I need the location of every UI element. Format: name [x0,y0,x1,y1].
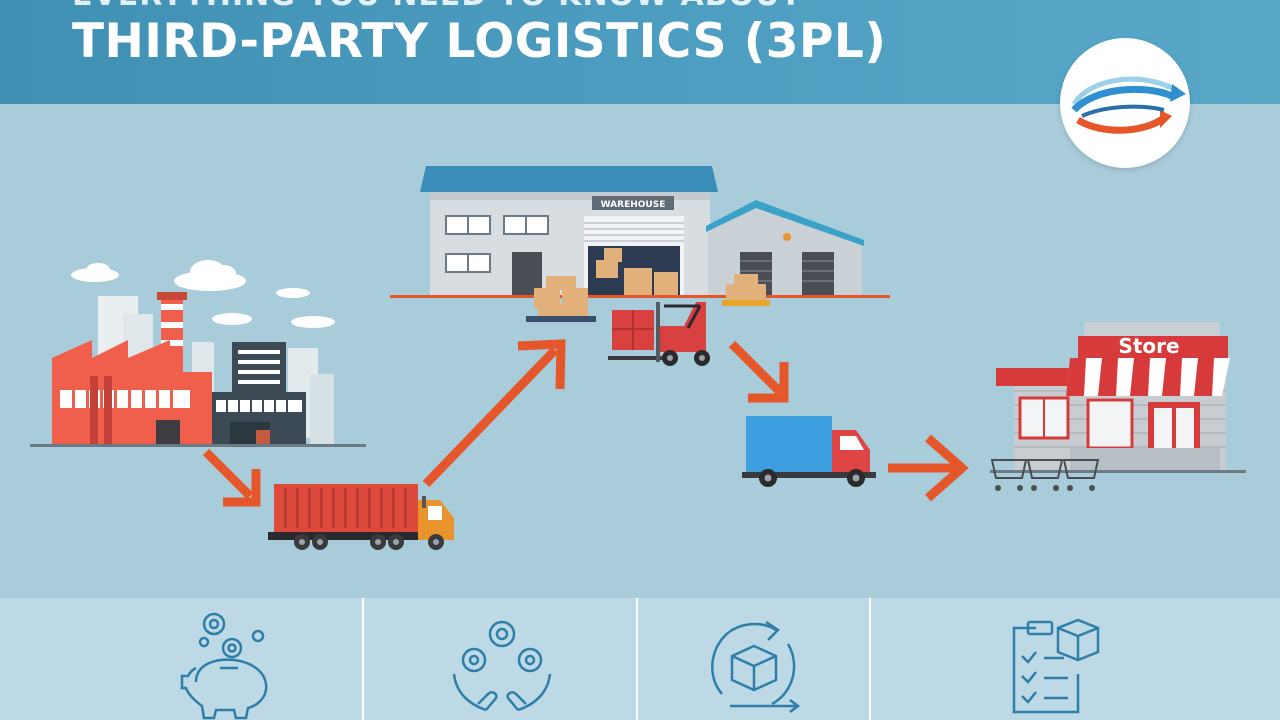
store-icon: Store [990,322,1246,491]
swoosh-arrows-icon [1071,76,1186,134]
store-sign: Store [1118,334,1179,358]
shopping-cart-icon [990,459,1100,479]
container-truck-icon [268,484,454,550]
flow-arrow [422,339,566,488]
flow-arrow [888,434,969,502]
divider [869,598,871,720]
cloud-icon [212,313,252,325]
warehouse-icon: WAREHOUSE [390,166,890,322]
cloud-icon [276,288,310,298]
factory-icon [30,292,366,447]
cloud-icon [174,260,246,291]
divider [636,598,638,720]
forklift-icon [608,302,710,366]
delivery-truck-icon [742,416,876,487]
logistics-scene: WAREHOUSE [0,104,1280,598]
piggy-bank-icon [180,612,268,720]
cloud-icon [71,263,119,282]
box-cycle-icon [711,620,801,713]
header-kicker: EVERYTHING YOU NEED TO KNOW ABOUT [72,0,802,13]
cloud-icon [291,316,335,328]
feature-strip [0,598,1280,720]
logistics-illustration: WAREHOUSE [30,166,1246,550]
clipboard-box-icon [1012,618,1100,714]
flow-arrow [202,448,261,507]
page-title: THIRD-PARTY LOGISTICS (3PL) [72,14,887,69]
brand-logo [1060,38,1190,168]
header-banner: EVERYTHING YOU NEED TO KNOW ABOUT THIRD-… [0,0,1280,104]
gears-hands-icon [452,620,552,712]
flow-arrow [728,340,789,403]
divider [362,598,364,720]
warehouse-sign: WAREHOUSE [601,200,666,210]
